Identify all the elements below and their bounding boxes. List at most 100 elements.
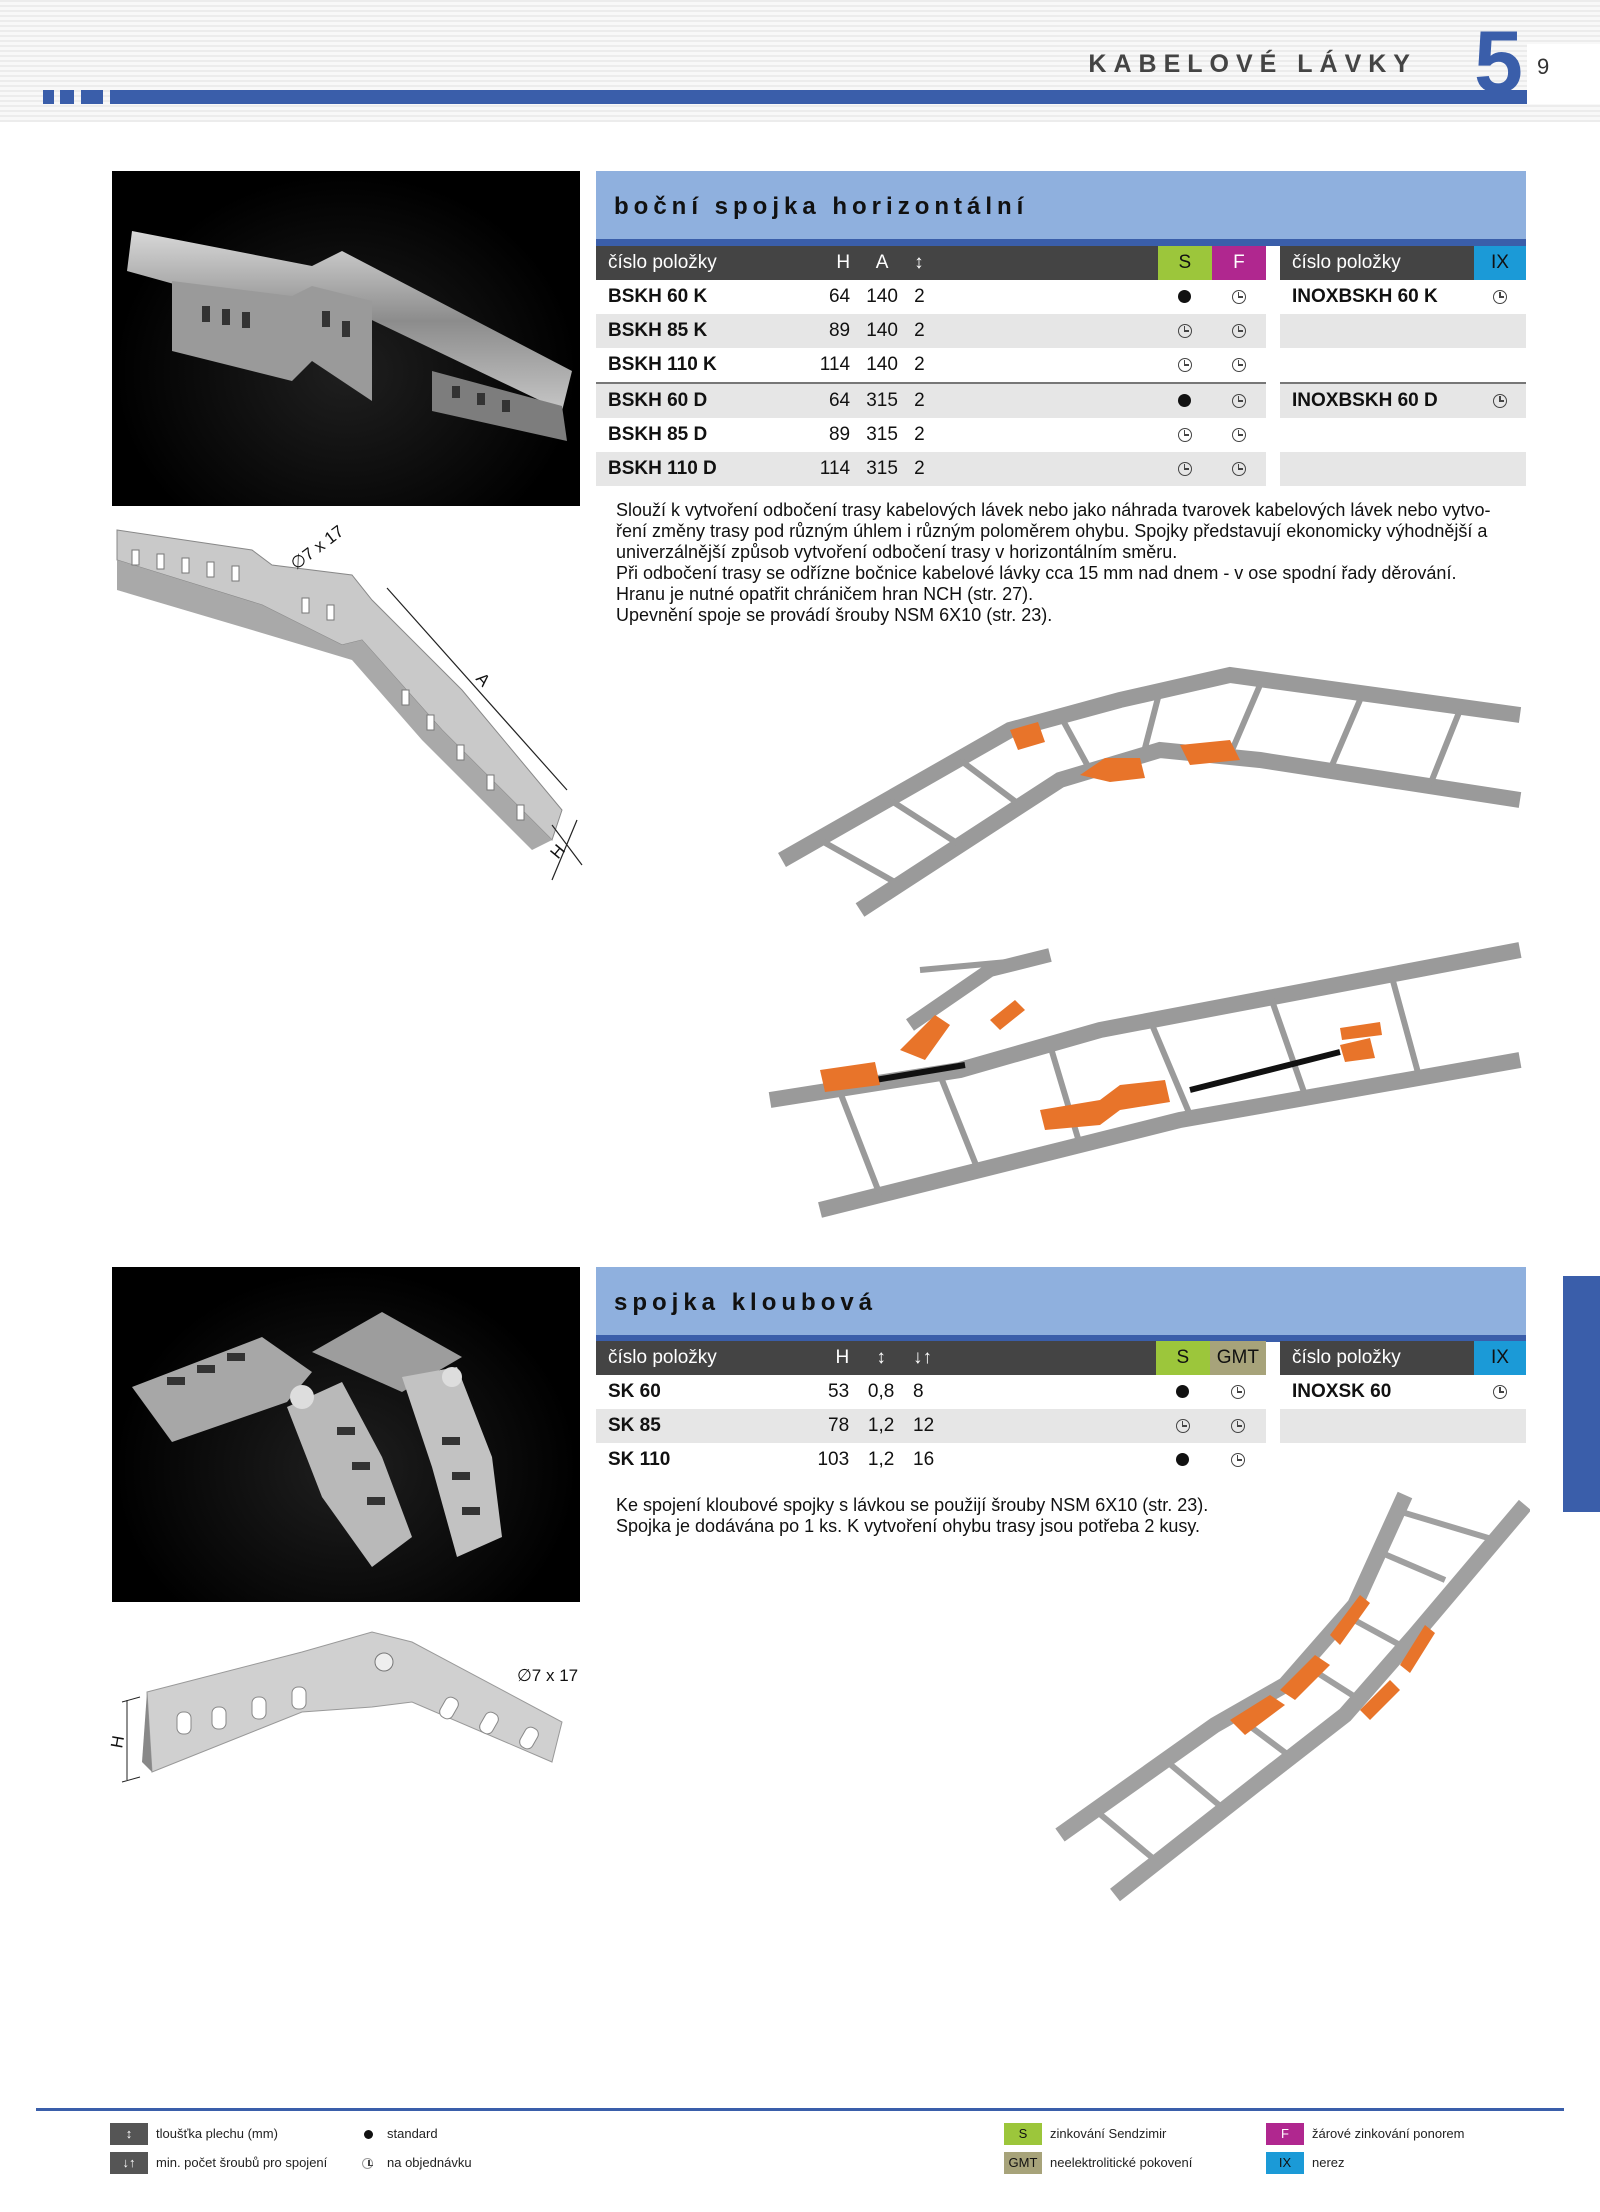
- clock-icon: [1177, 357, 1192, 372]
- clock-icon: [1230, 1418, 1245, 1433]
- page-tab: [1527, 44, 1600, 104]
- thickness-symbol: ↕: [110, 2123, 148, 2145]
- clock-icon: [1231, 393, 1246, 408]
- cell-ix: [1474, 314, 1526, 348]
- cell-f: [1211, 348, 1266, 383]
- cell-n: 16: [907, 1443, 1156, 1477]
- technical-drawing-bskh: ∅7 x 17 A H: [112, 520, 592, 920]
- cell-a: 140: [856, 348, 909, 383]
- cell-a: 315: [856, 418, 909, 452]
- screws-symbol: ↓↑: [110, 2152, 148, 2174]
- legend-order: na objednávku: [387, 2155, 472, 2170]
- cell-a: 315: [856, 452, 909, 486]
- col-item: číslo položky: [596, 1341, 804, 1375]
- section-header-sk: spojka kloubová: [596, 1267, 1526, 1342]
- cell-h: 114: [804, 452, 857, 486]
- clock-icon: [1231, 461, 1246, 476]
- table-row: INOXBSKH 60 D: [1280, 382, 1526, 418]
- cell-code: [1280, 418, 1474, 452]
- description-line: univerzálnější způsob vytvoření odbočení…: [616, 542, 1178, 562]
- header-square: [81, 90, 103, 104]
- cell-t: 2: [908, 452, 1158, 486]
- table-row: [1280, 1409, 1526, 1443]
- cell-ix: [1474, 418, 1526, 452]
- cell-h: 64: [804, 382, 857, 418]
- spec-table-bskh-ix: číslo položky IX INOXBSKH 60 K INOXBSKH 6…: [1280, 246, 1526, 486]
- description-line: Při odbočení trasy se odřízne bočnice ka…: [616, 563, 1457, 583]
- cell-s: [1157, 280, 1212, 314]
- clock-icon: [1493, 289, 1507, 304]
- header-square: [60, 90, 74, 104]
- cell-t: 0,8: [855, 1375, 908, 1409]
- cell-t: 1,2: [855, 1443, 908, 1477]
- description-line: Hranu je nutné opatřit chráničem hran NC…: [616, 584, 1034, 604]
- clock-icon: [1230, 1452, 1245, 1467]
- description-line: Spojka je dodávána po 1 ks. K vytvoření …: [616, 1516, 1201, 1536]
- cell-code: BSKH 60 D: [596, 382, 805, 418]
- col-item: číslo položky: [1280, 1341, 1474, 1375]
- cell-t: 2: [908, 348, 1158, 383]
- gmt-badge: GMT: [1004, 2152, 1042, 2174]
- cell-a: 140: [856, 314, 909, 348]
- description-line: Slouží k vytvoření odbočení trasy kabelo…: [616, 500, 1491, 520]
- ix-badge: IX: [1266, 2152, 1304, 2174]
- table-row: INOXBSKH 60 K: [1280, 280, 1526, 314]
- cell-t: 2: [908, 382, 1158, 418]
- table-header-row: číslo položky H A ↕ S F: [596, 246, 1266, 280]
- cell-code: [1280, 1443, 1474, 1477]
- chapter-side-tab: [1563, 1276, 1600, 1512]
- clock-icon: [1493, 1384, 1507, 1399]
- cell-code: BSKH 85 K: [596, 314, 805, 348]
- clock-icon: [1175, 1418, 1190, 1433]
- filled-dot-icon: [1176, 1453, 1190, 1467]
- header-square: [43, 90, 54, 104]
- cell-code: [1280, 348, 1474, 383]
- cell-s: [1155, 1375, 1210, 1409]
- product-photo-sk: [112, 1267, 580, 1602]
- cell-f: [1211, 314, 1266, 348]
- filled-dot-icon: [364, 2130, 373, 2139]
- cell-t: 2: [908, 418, 1158, 452]
- cell-ix: [1474, 348, 1526, 383]
- spec-table-sk-ix: číslo položky IX INOXSK 60: [1280, 1341, 1526, 1477]
- installation-illustration-sk: [1055, 1485, 1530, 1905]
- col-thickness: ↕: [855, 1341, 908, 1375]
- cell-h: 89: [804, 314, 857, 348]
- clock-icon: [362, 2158, 373, 2169]
- cell-s: [1157, 314, 1212, 348]
- col-ix: IX: [1474, 1341, 1526, 1375]
- col-ix: IX: [1474, 246, 1526, 280]
- clock-icon: [1177, 461, 1192, 476]
- cell-h: 64: [804, 280, 857, 314]
- col-screws: ↓↑: [907, 1341, 1156, 1375]
- table-header-row: číslo položky IX: [1280, 246, 1526, 280]
- hole-label: ∅7 x 17: [517, 1666, 579, 1685]
- col-f: F: [1211, 246, 1266, 280]
- cell-h: 103: [803, 1443, 856, 1477]
- col-item: číslo položky: [1280, 246, 1474, 280]
- col-s: S: [1157, 246, 1212, 280]
- cell-g: [1209, 1409, 1266, 1443]
- cell-code: BSKH 110 K: [596, 348, 805, 383]
- clock-icon: [1177, 427, 1192, 442]
- cell-code: [1280, 452, 1474, 486]
- cell-ix: [1474, 280, 1526, 314]
- table-row: INOXSK 60: [1280, 1375, 1526, 1409]
- table-row: [1280, 348, 1526, 383]
- filled-dot-icon: [1178, 394, 1192, 408]
- table-row: [1280, 418, 1526, 452]
- section-title: spojka kloubová: [614, 1289, 878, 1316]
- table-row: [1280, 452, 1526, 486]
- col-a: A: [856, 246, 909, 280]
- description-sk: Ke spojení kloubové spojky s lávkou se p…: [616, 1495, 1528, 1537]
- cell-s: [1155, 1443, 1210, 1477]
- cell-g: [1209, 1375, 1266, 1409]
- col-gmt: GMT: [1209, 1341, 1266, 1375]
- legend-ix: nerez: [1312, 2155, 1345, 2170]
- footer-line: [36, 2108, 1564, 2111]
